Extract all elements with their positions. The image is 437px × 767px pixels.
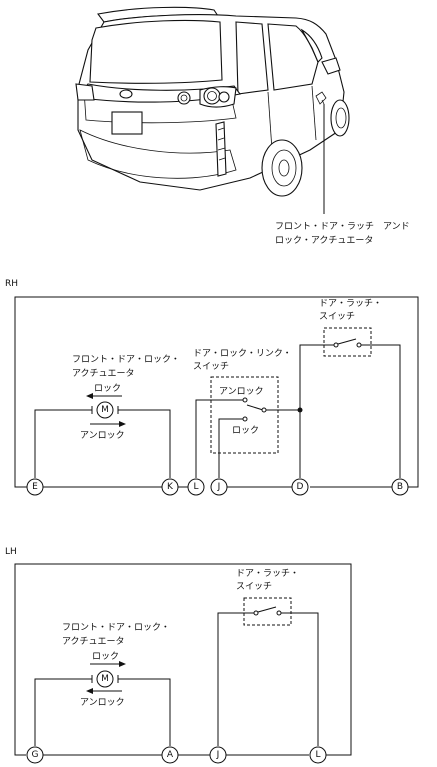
rh-section-label: RH [5, 279, 18, 289]
lh-lock-arrow-icon [119, 661, 126, 667]
rh-terminal-k: K [161, 478, 179, 496]
rh-terminal-l: L [187, 478, 205, 496]
rh-latch-switch-label-line2: スイッチ [319, 311, 355, 322]
lh-latch-switch-box [243, 597, 292, 626]
rh-actuator-label-line2: アクチュエータ [72, 368, 135, 379]
lh-lock-label: ロック [92, 651, 119, 662]
rh-terminal-j: J [210, 478, 228, 496]
svg-text:J: J [216, 750, 220, 760]
lh-actuator-label-line2: アクチュエータ [62, 636, 125, 647]
lh-terminal-g: G [26, 746, 44, 764]
vehicle-illustration [75, 6, 350, 214]
lh-motor-symbol: M [101, 674, 109, 684]
svg-text:L: L [193, 482, 198, 492]
svg-text:D: D [297, 482, 304, 492]
rh-terminal-b: B [391, 478, 409, 496]
svg-text:B: B [397, 482, 403, 492]
rh-latch-switch-arm [337, 338, 357, 345]
rh-link-switch-label-line1: ドア・ロック・リンク・ [193, 348, 292, 359]
lh-unlock-label: アンロック [80, 697, 125, 708]
lh-terminal-j: J [209, 746, 227, 764]
rh-latch-switch-label-line1: ドア・ラッチ・ [319, 298, 382, 309]
svg-text:G: G [32, 750, 39, 760]
rh-link-contact-common [261, 407, 267, 413]
rh-ground-frame [14, 296, 419, 488]
lh-ground-frame [14, 563, 352, 756]
rh-terminal-d: D [291, 478, 309, 496]
rh-link-switch-arm [246, 404, 264, 411]
rh-lock-arrow-icon [86, 393, 93, 399]
rh-link-switch-label-line2: スイッチ [193, 361, 229, 372]
lh-latch-switch-arm [257, 606, 277, 613]
svg-text:A: A [167, 750, 174, 760]
rh-link-lock-label: ロック [232, 425, 259, 436]
lh-terminal-l: L [309, 746, 327, 764]
svg-text:E: E [32, 482, 38, 492]
lh-section-label: LH [5, 547, 17, 557]
rh-latch-switch-box [323, 327, 372, 357]
rh-latch-contact-1 [333, 342, 339, 348]
lh-actuator-label-line1: フロント・ドア・ロック・ [62, 622, 170, 633]
lh-terminal-a: A [161, 746, 179, 764]
rh-motor-symbol: M [101, 405, 109, 415]
rh-terminal-e: E [26, 478, 44, 496]
rh-link-unlock-label: アンロック [219, 386, 264, 397]
rh-lock-label: ロック [94, 383, 121, 394]
lh-unlock-arrow-icon [86, 688, 93, 694]
svg-text:L: L [315, 750, 320, 760]
svg-text:J: J [217, 482, 221, 492]
lh-latch-switch-label-line2: スイッチ [236, 581, 272, 592]
lh-latch-contact-2 [276, 610, 282, 616]
rh-link-switch-box [210, 376, 279, 454]
rh-link-contact-lock [242, 416, 248, 422]
rh-link-contact-unlock [242, 397, 248, 403]
rh-motor-icon [96, 401, 114, 419]
callout-line1: フロント・ドア・ラッチ アンド [275, 221, 410, 232]
svg-text:K: K [167, 482, 174, 492]
rh-unlock-label: アンロック [80, 430, 125, 441]
lh-motor-icon [96, 670, 114, 688]
rh-unlock-arrow-icon [119, 421, 126, 427]
lh-latch-contact-1 [253, 610, 259, 616]
callout-line2: ロック・アクチュエータ [275, 235, 373, 246]
rh-actuator-label-line1: フロント・ドア・ロック・ [72, 354, 180, 365]
lh-latch-switch-label-line1: ドア・ラッチ・ [236, 568, 299, 579]
rh-latch-contact-2 [356, 342, 362, 348]
